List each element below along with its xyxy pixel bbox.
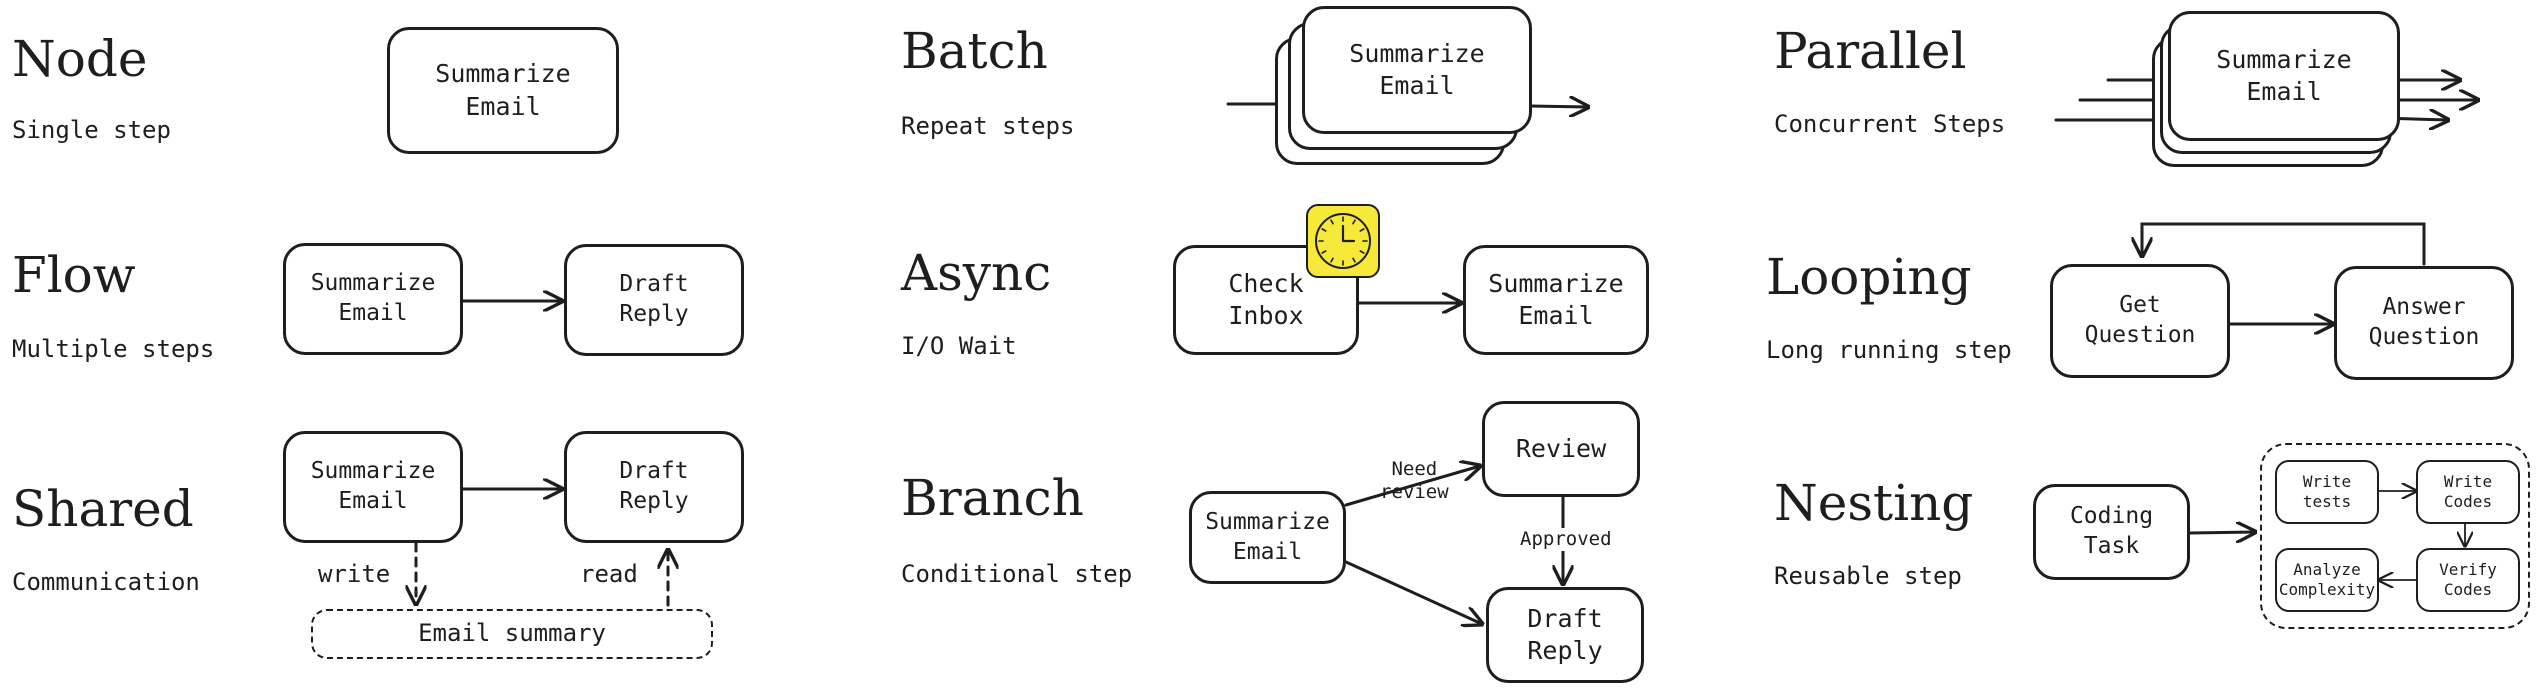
flow-subtitle: Multiple steps xyxy=(12,335,215,363)
shared-write-label: write xyxy=(318,560,391,588)
looping-title: Looping xyxy=(1766,248,1972,306)
parallel-summarize-email-box: Summarize Email xyxy=(2168,11,2400,141)
shared-draft-reply-box: Draft Reply xyxy=(564,431,744,543)
loop-get-question-box: Get Question xyxy=(2050,264,2230,378)
shared-subtitle: Communication xyxy=(12,568,200,596)
parallel-title: Parallel xyxy=(1774,22,1967,80)
shared-email-summary-store: Email summary xyxy=(311,609,713,659)
async-subtitle: I/O Wait xyxy=(901,332,1017,360)
nesting-title: Nesting xyxy=(1774,474,1974,532)
parallel-subtitle: Concurrent Steps xyxy=(1774,110,2006,138)
nest-write-codes-box: Write Codes xyxy=(2416,460,2520,524)
batch-summarize-email-box: Summarize Email xyxy=(1302,6,1532,134)
nesting-coding-task-box: Coding Task xyxy=(2033,484,2190,580)
shared-summarize-email-box: Summarize Email xyxy=(283,431,463,543)
branch-need-review-label: Need review xyxy=(1380,458,1449,503)
shared-read-label: read xyxy=(580,560,638,588)
branch-direct-arrow xyxy=(1344,560,1482,624)
looping-subtitle: Long running step xyxy=(1766,336,2012,364)
branch-approved-label: Approved xyxy=(1516,528,1616,551)
branch-title: Branch xyxy=(901,469,1084,527)
node-title: Node xyxy=(12,30,148,88)
branch-review-box: Review xyxy=(1482,401,1640,497)
nesting-subtitle: Reusable step xyxy=(1774,562,1962,590)
flow-summarize-email-box: Summarize Email xyxy=(283,243,463,355)
flow-draft-reply-box: Draft Reply xyxy=(564,244,744,356)
node-subtitle: Single step xyxy=(12,116,171,144)
node-summarize-email-box: Summarize Email xyxy=(387,27,619,154)
branch-subtitle: Conditional step xyxy=(901,560,1133,588)
batch-subtitle: Repeat steps xyxy=(901,112,1075,140)
nest-verify-codes-box: Verify Codes xyxy=(2416,548,2520,612)
shared-title: Shared xyxy=(12,480,194,538)
loop-back-arrow xyxy=(2142,222,2426,266)
async-title: Async xyxy=(901,244,1052,302)
nest-analyze-complexity-box: Analyze Complexity xyxy=(2275,548,2379,612)
nesting-subflow-container xyxy=(2260,443,2530,629)
loop-answer-question-box: Answer Question xyxy=(2334,266,2514,380)
batch-title: Batch xyxy=(901,22,1048,80)
clock-icon xyxy=(1306,204,1380,278)
nest-write-tests-box: Write tests xyxy=(2275,460,2379,524)
nesting-arrow xyxy=(2188,532,2255,533)
branch-draft-reply-box: Draft Reply xyxy=(1486,587,1644,683)
branch-summarize-email-box: Summarize Email xyxy=(1189,491,1346,584)
flow-title: Flow xyxy=(12,246,136,304)
branch-need-review-arrow xyxy=(1344,466,1480,507)
batch-output-arrow xyxy=(1528,106,1588,107)
async-summarize-email-box: Summarize Email xyxy=(1463,245,1649,355)
